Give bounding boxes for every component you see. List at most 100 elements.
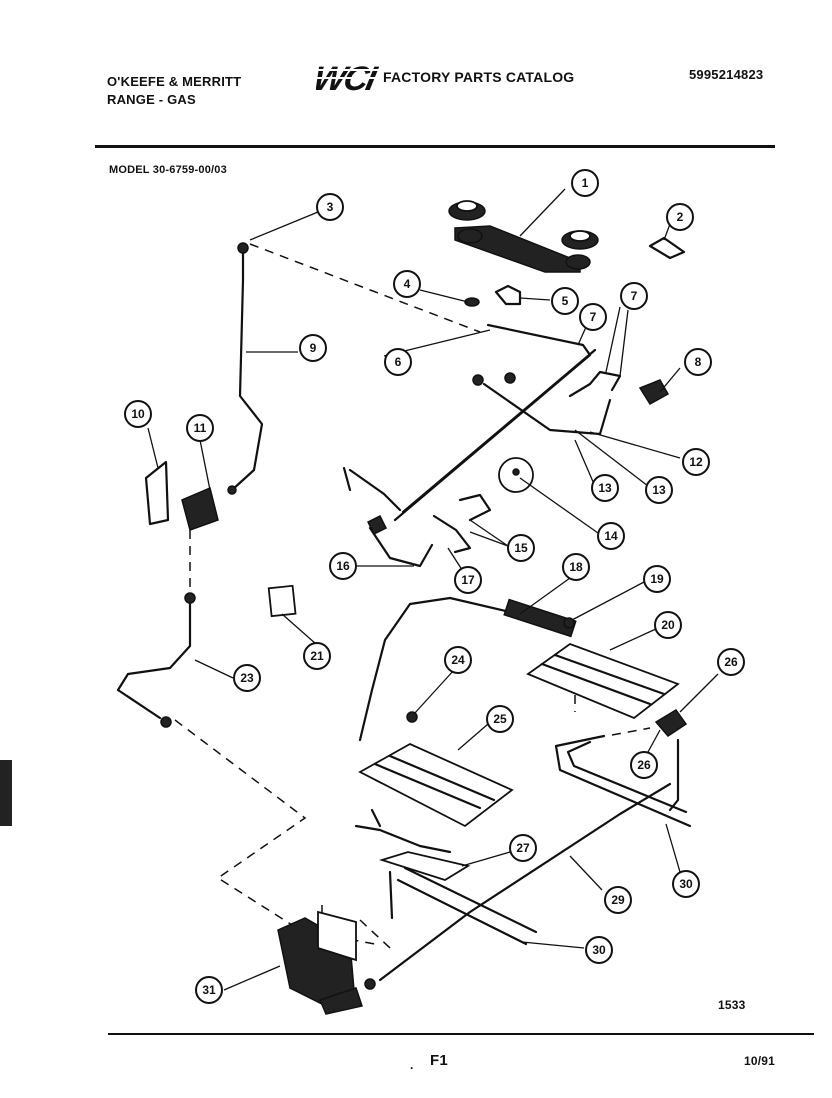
brand-line-2: RANGE - GAS bbox=[107, 92, 196, 107]
callout-19: 21 bbox=[303, 642, 331, 670]
svg-text:16: 16 bbox=[336, 559, 350, 573]
oven-burner-tube-part bbox=[388, 870, 528, 946]
callout-30-left: 24 bbox=[444, 646, 472, 674]
svg-text:23: 23 bbox=[240, 671, 254, 685]
catalog-part-number: 5995214823 bbox=[689, 67, 764, 82]
burner-tube-part bbox=[482, 382, 612, 436]
callout-29: 4 bbox=[393, 270, 421, 298]
svg-text:31: 31 bbox=[202, 983, 216, 997]
revision-date: 10/91 bbox=[744, 1054, 776, 1068]
callout-27: 11 bbox=[186, 414, 214, 442]
callout-3: 30 bbox=[672, 870, 700, 898]
burner-part bbox=[358, 742, 514, 828]
pressure-regulator-part bbox=[277, 910, 376, 1015]
callout-7-left: 16 bbox=[329, 552, 357, 580]
callout-11: 6 bbox=[384, 348, 412, 376]
callout-28: 10 bbox=[124, 400, 152, 428]
svg-text:20: 20 bbox=[661, 618, 675, 632]
svg-text:24: 24 bbox=[451, 653, 465, 667]
page-dot: . bbox=[410, 1058, 414, 1072]
burner-valve-bracket-part bbox=[448, 200, 599, 273]
callout-20: 26 bbox=[717, 648, 745, 676]
wci-logo: WCI bbox=[316, 60, 380, 96]
callout-14: 3 bbox=[316, 193, 344, 221]
svg-text:9: 9 bbox=[310, 341, 317, 355]
burner-tube-part bbox=[554, 734, 692, 828]
manifold-pipe-part bbox=[393, 323, 592, 522]
callout-1: 20 bbox=[654, 611, 682, 639]
svg-text:6: 6 bbox=[395, 355, 402, 369]
bracket-part bbox=[494, 284, 522, 306]
svg-text:11: 11 bbox=[194, 421, 207, 435]
callout-7-right: 12 bbox=[682, 448, 710, 476]
igniter-part bbox=[654, 709, 688, 737]
svg-text:26: 26 bbox=[637, 758, 651, 772]
callout-30-right: 19 bbox=[643, 565, 671, 593]
callout-31: 5 bbox=[551, 287, 579, 315]
igniter-bracket-part bbox=[378, 851, 471, 881]
svg-text:2: 2 bbox=[677, 210, 684, 224]
svg-text:5: 5 bbox=[562, 294, 569, 308]
callout-15: 13 bbox=[645, 476, 673, 504]
svg-text:7: 7 bbox=[631, 289, 638, 303]
svg-text:25: 25 bbox=[493, 712, 507, 726]
svg-text:13: 13 bbox=[652, 483, 666, 497]
callout-13-bottom: 15 bbox=[507, 534, 535, 562]
scan-edge-mark bbox=[0, 760, 12, 826]
svg-text:26: 26 bbox=[724, 655, 738, 669]
callout-4: 30 bbox=[585, 936, 613, 964]
svg-text:13: 13 bbox=[598, 481, 612, 495]
svg-text:10: 10 bbox=[131, 407, 145, 421]
screw-part bbox=[464, 297, 480, 307]
svg-text:15: 15 bbox=[514, 541, 528, 555]
valve-assembly-part bbox=[638, 379, 670, 406]
page-label: F1 bbox=[430, 1052, 448, 1069]
mounting-bracket-part bbox=[144, 460, 170, 526]
callout-12: 7 bbox=[579, 303, 607, 331]
header-rule bbox=[95, 145, 775, 148]
clip-part bbox=[648, 236, 686, 260]
callout-23: 9 bbox=[299, 334, 327, 362]
gas-supply-tube-part bbox=[378, 782, 672, 982]
thermocouple-part bbox=[116, 596, 192, 720]
svg-text:3: 3 bbox=[327, 200, 334, 214]
svg-text:14: 14 bbox=[604, 529, 618, 543]
svg-text:7: 7 bbox=[590, 310, 597, 324]
callout-8: 13 bbox=[591, 474, 619, 502]
thermocouple-tube-part bbox=[230, 246, 264, 492]
svg-text:12: 12 bbox=[689, 455, 703, 469]
svg-text:27: 27 bbox=[516, 841, 530, 855]
callout-17: 18 bbox=[562, 553, 590, 581]
footer-rule bbox=[108, 1033, 814, 1035]
svg-text:19: 19 bbox=[650, 572, 664, 586]
svg-text:17: 17 bbox=[461, 573, 475, 587]
svg-text:29: 29 bbox=[611, 893, 625, 907]
svg-text:21: 21 bbox=[310, 649, 324, 663]
svg-text:1: 1 bbox=[582, 176, 589, 190]
svg-text:8: 8 bbox=[695, 355, 702, 369]
callout-26: 31 bbox=[195, 976, 223, 1004]
model-number: MODEL 30-6759-00/03 bbox=[109, 164, 227, 176]
catalog-title: FACTORY PARTS CATALOG bbox=[383, 69, 575, 85]
callout-2: 25 bbox=[486, 705, 514, 733]
gas-valve-part bbox=[181, 486, 219, 531]
callout-9: 17 bbox=[454, 566, 482, 594]
callout-13-top: 7 bbox=[620, 282, 648, 310]
callout-18: 27 bbox=[509, 834, 537, 862]
svg-text:4: 4 bbox=[404, 277, 411, 291]
svg-text:18: 18 bbox=[569, 560, 583, 574]
callout-5: 1 bbox=[571, 169, 599, 197]
svg-text:30: 30 bbox=[592, 943, 606, 957]
brand-line-1: O'KEEFE & MERRITT bbox=[107, 74, 242, 89]
figure-number: 1533 bbox=[718, 998, 746, 1012]
burner-part bbox=[526, 642, 680, 720]
callout-24: 23 bbox=[233, 664, 261, 692]
callout-6: 2 bbox=[666, 203, 694, 231]
callout-10: 14 bbox=[597, 522, 625, 550]
callout-25: 29 bbox=[604, 886, 632, 914]
spark-module-part bbox=[267, 584, 297, 618]
callout-21: 26 bbox=[630, 751, 658, 779]
callout-16: 8 bbox=[684, 348, 712, 376]
svg-text:30: 30 bbox=[679, 877, 693, 891]
